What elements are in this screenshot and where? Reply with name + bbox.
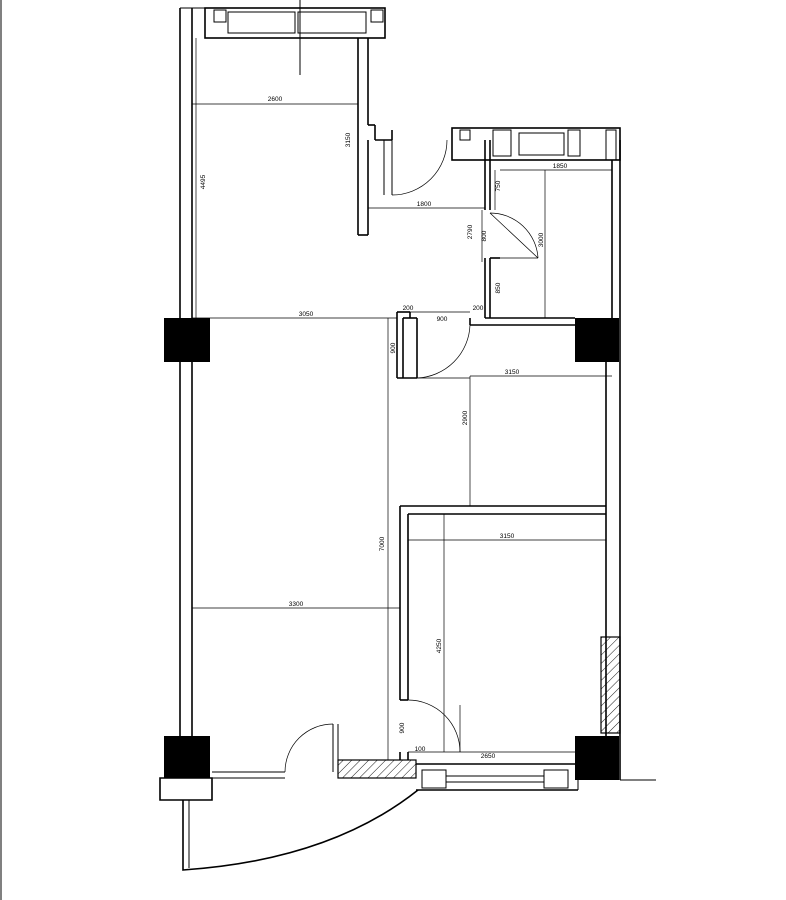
dim-850: 850	[495, 282, 502, 293]
dim-4495: 4495	[200, 174, 207, 189]
dim-7000: 7000	[379, 536, 386, 551]
exterior-wall-left	[179, 7, 205, 772]
dim-2600: 2600	[268, 96, 283, 103]
hatched-wall-right	[600, 636, 621, 734]
dim-100: 100	[415, 746, 426, 753]
dim-3000: 3000	[538, 232, 545, 247]
dim-3300: 3300	[289, 601, 304, 608]
dim-3050: 3050	[299, 311, 314, 318]
dim-900-b: 900	[390, 342, 397, 353]
dim-2900: 2900	[462, 410, 469, 425]
column-bottom-right	[575, 736, 619, 780]
corridor-walls	[396, 311, 418, 379]
dimension-labels: 2600 3150 4495 750 1850 1800 2790 800 30…	[200, 96, 568, 760]
door-swing-corridor	[416, 324, 471, 379]
column-mid-right	[575, 318, 619, 362]
column-bottom-left	[164, 736, 210, 778]
dim-3150-c: 3150	[500, 533, 515, 540]
dim-2790: 2790	[467, 224, 474, 239]
south-window	[337, 759, 656, 791]
dim-900-c: 900	[399, 722, 406, 733]
column-mid-left	[164, 318, 210, 362]
dim-4250: 4250	[436, 638, 443, 653]
door-swing-kitchen	[489, 212, 539, 259]
dim-200-b: 200	[473, 305, 484, 312]
dim-750: 750	[495, 180, 502, 191]
lower-right-room-walls	[399, 360, 607, 780]
door-swing-upper	[391, 139, 448, 196]
dim-900-a: 900	[437, 316, 448, 323]
dimension-lines	[192, 38, 612, 760]
upper-room-right-wall	[357, 38, 393, 236]
dim-3150-a: 3150	[345, 132, 352, 147]
dim-2650: 2650	[481, 753, 496, 760]
north-window	[204, 0, 386, 75]
dim-800-a: 800	[481, 230, 488, 241]
door-swing-lower-room	[407, 699, 461, 753]
top-right-window	[451, 127, 621, 161]
dim-3150-b: 3150	[505, 369, 520, 376]
dim-1800: 1800	[417, 201, 432, 208]
dim-1850: 1850	[553, 163, 568, 170]
dim-200-a: 200	[403, 305, 414, 312]
